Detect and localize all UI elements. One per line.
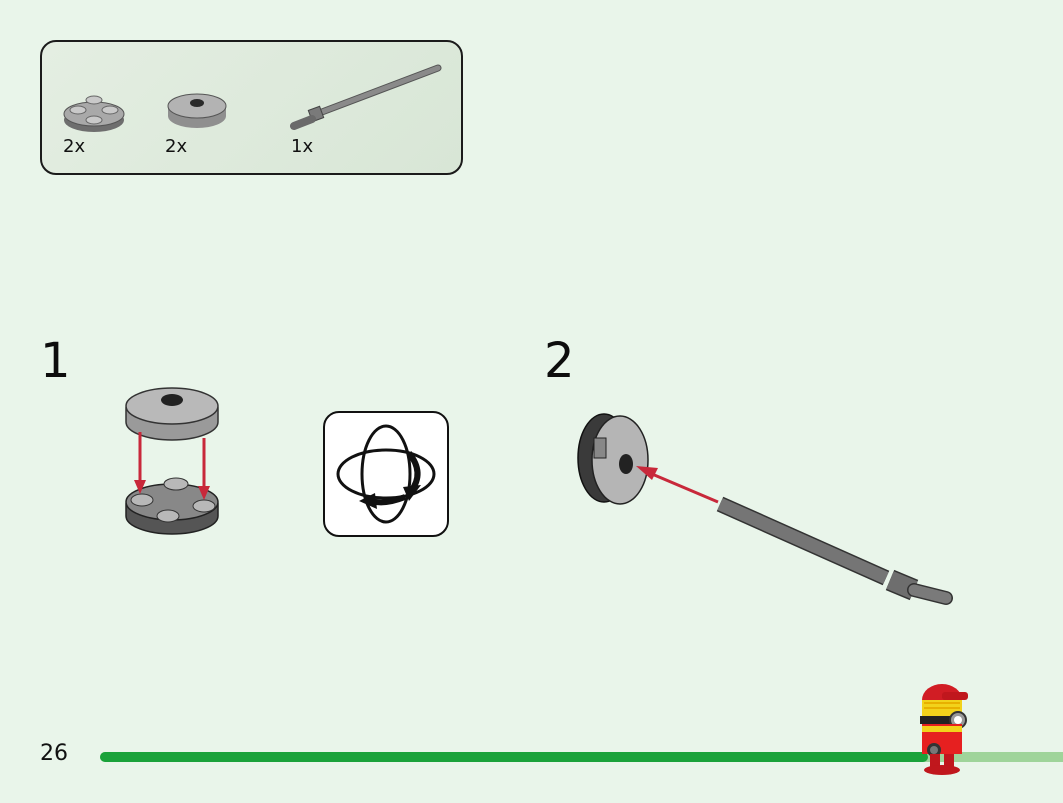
step-2-illustration — [577, 413, 953, 605]
step-1-illustration — [125, 387, 219, 535]
part-3-quantity: 1x — [291, 136, 314, 157]
round-plate-2x2-image — [63, 95, 125, 132]
part-1-quantity: 2x — [63, 136, 86, 157]
page-number: 26 — [40, 741, 68, 766]
part-2-quantity: 2x — [165, 136, 188, 157]
minion-firefighter-icon — [920, 684, 968, 775]
rotate-model-callout — [323, 411, 449, 537]
round-tile-2x2-hole-image — [167, 93, 227, 128]
rotate-model-icon — [336, 424, 436, 524]
step-1-number: 1 — [40, 333, 71, 389]
progress-bar — [100, 752, 1063, 762]
step-2-number: 2 — [544, 333, 575, 389]
axle-with-stop-image — [290, 64, 442, 130]
parts-callout: 2x 2x 1x — [40, 40, 463, 175]
progress-bar-fill — [100, 752, 929, 762]
